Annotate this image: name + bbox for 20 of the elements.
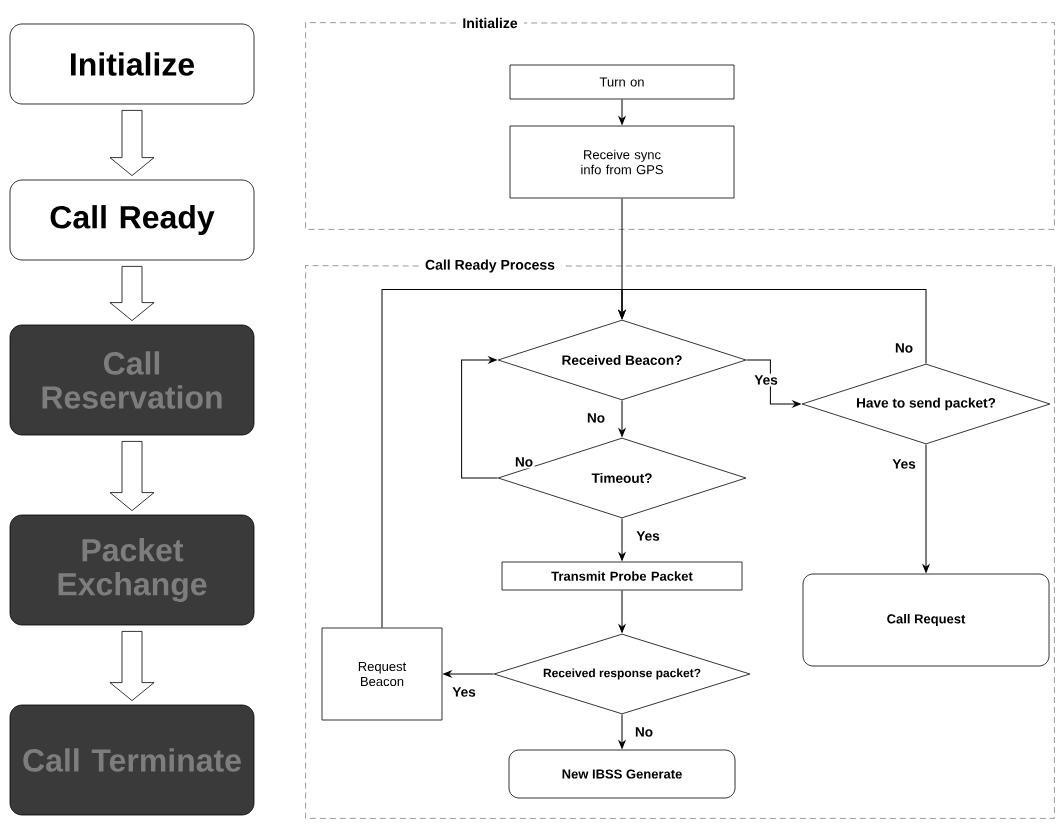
- arrow: [618, 589, 626, 633]
- stage-box: Call Ready: [9, 179, 255, 261]
- arrow: [745, 359, 801, 408]
- hollow-arrow: [109, 266, 155, 321]
- hollow-arrow: [109, 441, 155, 511]
- stage-box: Initialize: [9, 23, 255, 105]
- hollow-arrow: [109, 110, 155, 176]
- arrow: [381, 289, 626, 629]
- hollow-arrow: [109, 631, 155, 701]
- arrow: [618, 517, 626, 561]
- arrow: [618, 713, 626, 749]
- arrow: [618, 98, 626, 125]
- arrow: [618, 289, 927, 365]
- arrow: [922, 443, 930, 573]
- arrow: [443, 670, 495, 678]
- arrow: [461, 356, 499, 479]
- stage-box: Call Reservation: [9, 324, 255, 436]
- stage-box: Packet Exchange: [9, 514, 255, 626]
- arrow: [618, 399, 626, 437]
- stage-box: Call Terminate: [9, 704, 255, 816]
